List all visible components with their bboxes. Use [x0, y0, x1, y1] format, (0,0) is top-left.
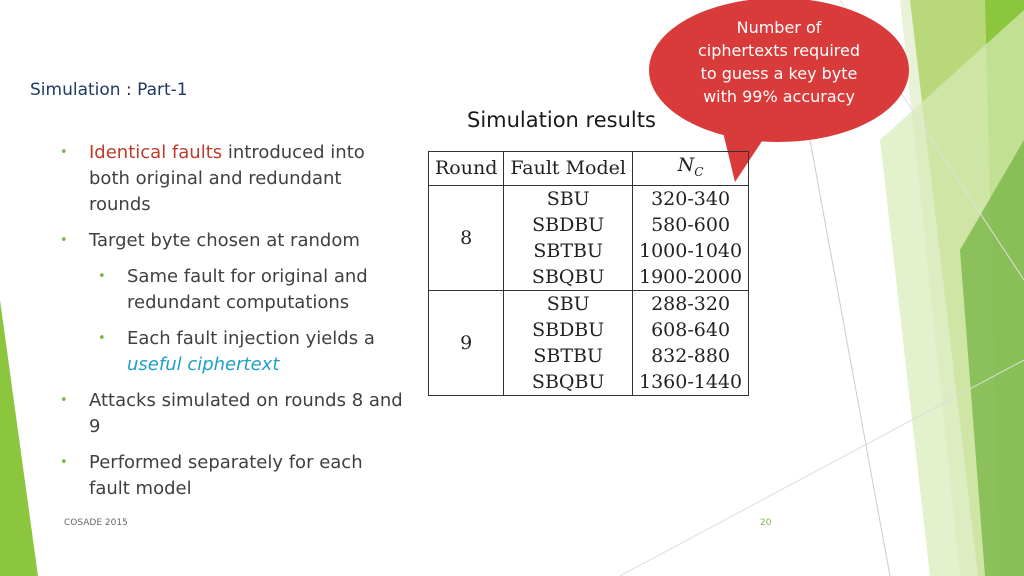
slide-title: Simulation : Part-1 — [30, 80, 188, 100]
useful-ciphertext-link[interactable]: useful ciphertext — [127, 354, 280, 375]
nc-cell: 1000-1040 — [631, 237, 750, 264]
left-green-wedge — [0, 300, 38, 576]
deco-line-1 — [809, 139, 891, 576]
bullet-text: Each fault injection yields a — [127, 328, 375, 349]
bullet-list: • Identical faults introduced into both … — [60, 140, 405, 512]
nc-cell: 608-640 — [631, 316, 750, 343]
bullet-marker: • — [60, 393, 68, 408]
fault-model-cell: SBQBU — [503, 368, 633, 396]
fault-model-cell: SBDBU — [503, 316, 633, 343]
fault-model-cell: SBU — [503, 184, 633, 212]
nc-cell: 1900-2000 — [631, 263, 750, 291]
callout-bubble — [649, 0, 909, 142]
fault-model-cell: SBU — [503, 289, 633, 317]
table-row: SBTBU 1000-1040 — [429, 237, 750, 264]
table-row: SBDBU 608-640 — [429, 316, 750, 343]
table-row: 9 SBU 288-320 — [427, 289, 750, 396]
table-row: 8 SBU 320-340 — [427, 184, 750, 291]
callout-text: Number of ciphertexts required to guess … — [698, 18, 860, 106]
fault-model-cell: SBDBU — [503, 211, 633, 238]
fault-model-cell: SBTBU — [503, 237, 633, 264]
round-cell: 8 — [427, 184, 505, 291]
bullet-text: introduced into both original and redund… — [89, 142, 365, 215]
table-row: SBQBU 1360-1440 — [429, 368, 750, 396]
bullet-highlight: Identical faults — [89, 142, 223, 163]
bullet-identical-faults: • Identical faults introduced into both … — [60, 140, 405, 218]
bullet-attacks-simulated: • Attacks simulated on rounds 8 and 9 — [60, 388, 405, 440]
sub-bullet-fault-injection: • Each fault injection yields a useful c… — [98, 326, 405, 378]
bullet-marker: • — [60, 233, 68, 248]
bullet-target-byte: • Target byte chosen at random — [60, 228, 405, 254]
page-number: 20 — [760, 518, 772, 528]
fault-model-cell: SBTBU — [503, 342, 633, 369]
footer-text: COSADE 2015 — [64, 518, 128, 528]
results-title: Simulation results — [467, 108, 656, 132]
nc-cell: 288-320 — [631, 289, 750, 317]
results-table: Round Fault Model NC 8 SBU 320-340 SBDBU… — [427, 151, 750, 396]
table-header-row: Round Fault Model NC — [427, 151, 750, 186]
table-row: SBTBU 832-880 — [429, 342, 750, 369]
nc-cell: 580-600 — [631, 211, 750, 238]
nc-cell: 1360-1440 — [631, 368, 750, 396]
nc-cell: 832-880 — [631, 342, 750, 369]
bullet-marker: • — [98, 269, 106, 284]
header-nc: NC — [631, 151, 750, 186]
bullet-text: Performed separately for each fault mode… — [89, 452, 363, 499]
round-cell: 9 — [427, 289, 505, 396]
right-dark-band — [960, 140, 1024, 576]
bullet-marker: • — [98, 331, 106, 346]
bullet-text: Same fault for original and redundant co… — [127, 266, 368, 313]
header-fault-model: Fault Model — [503, 151, 633, 186]
sub-bullet-same-fault: • Same fault for original and redundant … — [98, 264, 405, 316]
bullet-marker: • — [60, 145, 68, 160]
bullet-text: Attacks simulated on rounds 8 and 9 — [89, 390, 403, 437]
bullet-text: Target byte chosen at random — [89, 230, 360, 251]
fault-model-cell: SBQBU — [503, 263, 633, 291]
nc-cell: 320-340 — [631, 184, 750, 212]
deco-line-2 — [619, 359, 1024, 576]
bullet-marker: • — [60, 455, 68, 470]
header-round: Round — [427, 151, 505, 186]
bullet-performed-separately: • Performed separately for each fault mo… — [60, 450, 405, 502]
table-row: SBDBU 580-600 — [429, 211, 750, 238]
